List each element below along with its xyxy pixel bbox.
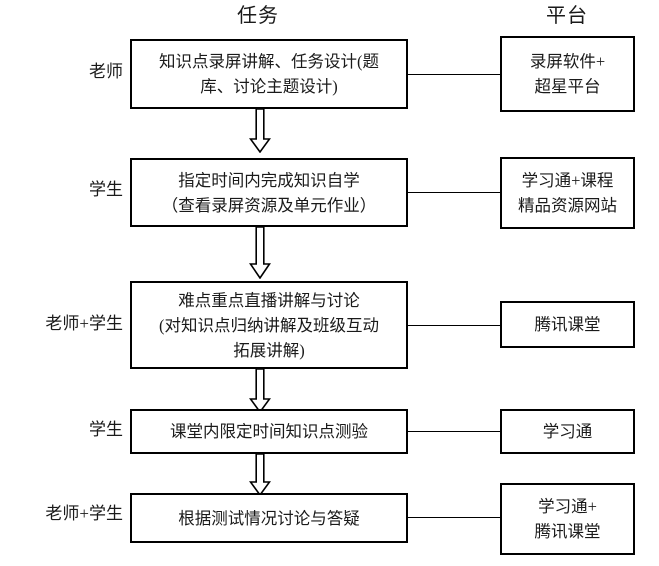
horizontal-connector-line-row-2	[408, 192, 500, 193]
task-node-row-4-text: 课堂内限定时间知识点测验	[170, 422, 368, 441]
task-node-row-1[interactable]: 知识点录屏讲解、任务设计(题 库、讨论主题设计)	[130, 39, 408, 109]
task-node-row-2[interactable]: 指定时间内完成知识自学 （查看录屏资源及单元作业）	[130, 158, 408, 227]
platform-node-row-5-text: 学习通+ 腾讯课堂	[534, 497, 601, 541]
role-label-row-2: 学生	[89, 180, 123, 199]
platform-node-row-4-text: 学习通	[542, 422, 593, 441]
platform-node-row-2[interactable]: 学习通+课程 精品资源网站	[500, 157, 635, 229]
down-block-arrow-3	[249, 369, 271, 413]
platform-node-row-5[interactable]: 学习通+ 腾讯课堂	[500, 483, 635, 555]
column-header-task: 任务	[237, 5, 279, 27]
task-node-row-3-text: 难点重点直播讲解与讨论 (对知识点归纳讲解及班级互动 拓展讲解)	[159, 290, 379, 360]
role-label-row-4: 学生	[89, 420, 123, 439]
horizontal-connector-line-row-5	[408, 517, 500, 518]
role-label-row-5: 老师+学生	[45, 504, 123, 523]
horizontal-connector-line-row-4	[408, 431, 500, 432]
platform-node-row-3[interactable]: 腾讯课堂	[500, 301, 635, 348]
platform-node-row-3-text: 腾讯课堂	[534, 315, 601, 334]
role-label-row-3: 老师+学生	[45, 314, 123, 333]
platform-node-row-1[interactable]: 录屏软件+ 超星平台	[500, 36, 635, 112]
column-header-platform: 平台	[546, 5, 588, 27]
task-node-row-1-text: 知识点录屏讲解、任务设计(题 库、讨论主题设计)	[159, 52, 379, 96]
down-block-arrow-2	[249, 227, 271, 279]
horizontal-connector-line-row-1	[408, 74, 500, 75]
task-node-row-4[interactable]: 课堂内限定时间知识点测验	[130, 409, 408, 454]
task-node-row-5[interactable]: 根据测试情况讨论与答疑	[130, 493, 408, 543]
role-label-row-1: 老师	[89, 62, 123, 81]
platform-node-row-2-text: 学习通+课程 精品资源网站	[518, 171, 617, 215]
platform-node-row-1-text: 录屏软件+ 超星平台	[529, 52, 606, 96]
task-node-row-5-text: 根据测试情况讨论与答疑	[178, 508, 360, 528]
down-block-arrow-1	[249, 109, 271, 153]
down-block-arrow-4	[249, 454, 271, 496]
platform-node-row-4[interactable]: 学习通	[500, 409, 635, 454]
horizontal-connector-line-row-3	[408, 325, 500, 326]
task-node-row-3[interactable]: 难点重点直播讲解与讨论 (对知识点归纳讲解及班级互动 拓展讲解)	[130, 281, 408, 369]
task-node-row-2-text: 指定时间内完成知识自学 （查看录屏资源及单元作业）	[161, 170, 377, 215]
